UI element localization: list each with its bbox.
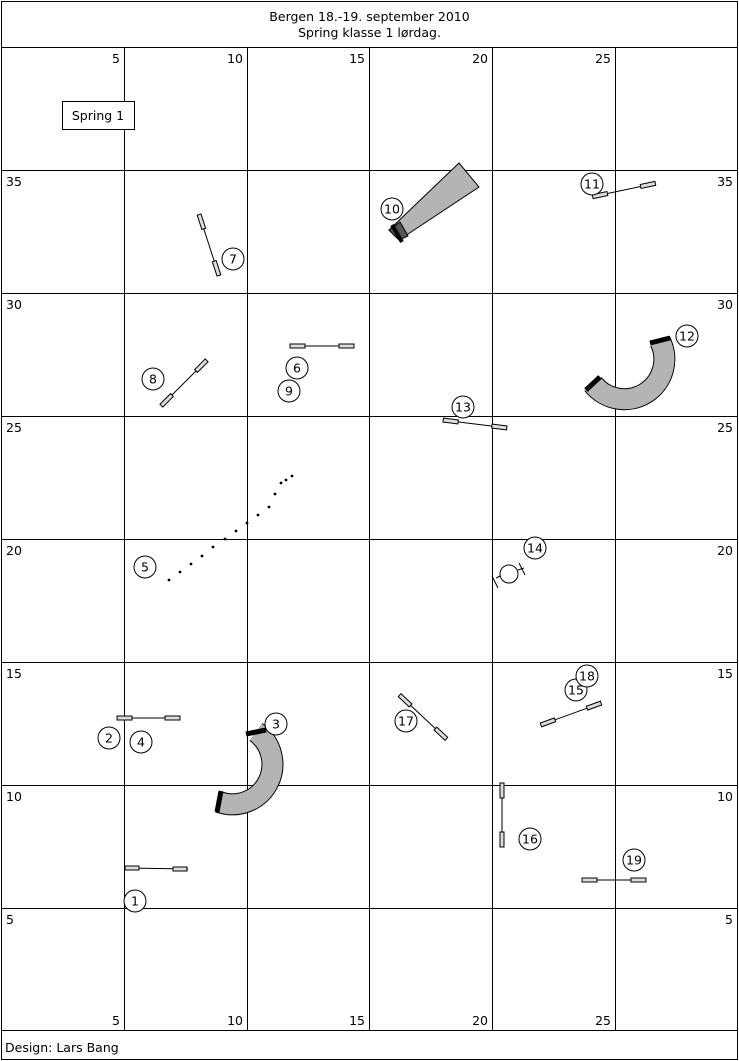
obstacle-number-6: 6 xyxy=(285,356,309,380)
jump-17 xyxy=(397,693,449,741)
y-label-right: 15 xyxy=(717,666,733,681)
obstacle-number-13: 13 xyxy=(451,395,475,419)
svg-text:11: 11 xyxy=(584,177,600,192)
obstacle-number-19: 19 xyxy=(622,848,646,872)
jump-8 xyxy=(159,358,209,408)
x-label-top: 25 xyxy=(595,51,611,66)
page-subtitle: Spring klasse 1 lørdag. xyxy=(298,25,441,40)
weave-poles-5 xyxy=(167,474,294,582)
obstacle-number-9: 9 xyxy=(277,379,301,403)
y-label-left: 5 xyxy=(6,912,14,927)
tunnel-12 xyxy=(584,335,676,411)
x-label-top: 15 xyxy=(349,51,365,66)
svg-text:18: 18 xyxy=(579,669,595,684)
svg-text:5: 5 xyxy=(141,560,149,575)
x-label-bottom: 5 xyxy=(112,1013,120,1028)
grid xyxy=(1,47,738,1031)
x-label-top: 20 xyxy=(472,51,488,66)
svg-text:14: 14 xyxy=(527,541,543,556)
jumps xyxy=(116,180,657,883)
jump-1 xyxy=(124,865,189,872)
svg-text:8: 8 xyxy=(149,372,157,387)
y-label-left: 15 xyxy=(6,666,22,681)
page-title: Bergen 18.-19. september 2010 xyxy=(269,9,470,24)
jump-2-4 xyxy=(116,715,181,721)
jump-15-18 xyxy=(539,700,603,728)
obstacle-number-3: 3 xyxy=(264,712,288,736)
obstacle-number-16: 16 xyxy=(518,827,542,851)
svg-text:9: 9 xyxy=(285,384,293,399)
header: Bergen 18.-19. september 2010 Spring kla… xyxy=(1,1,738,47)
svg-text:17: 17 xyxy=(398,714,414,729)
obstacle-number-8: 8 xyxy=(141,367,165,391)
jump-6-9 xyxy=(289,343,355,349)
svg-text:1: 1 xyxy=(131,894,139,909)
y-label-right: 5 xyxy=(725,912,733,927)
x-label-top: 5 xyxy=(112,51,120,66)
svg-text:3: 3 xyxy=(272,717,280,732)
obstacle-number-1: 1 xyxy=(123,889,147,913)
x-label-bottom: 25 xyxy=(595,1013,611,1028)
collapsed-tunnel-10 xyxy=(388,162,480,244)
jump-16 xyxy=(499,782,505,848)
svg-text:19: 19 xyxy=(626,853,642,868)
obstacle-number-5: 5 xyxy=(133,555,157,579)
svg-text:15: 15 xyxy=(568,683,584,698)
y-label-right: 20 xyxy=(717,543,733,558)
jump-19 xyxy=(581,877,647,883)
y-label-left: 20 xyxy=(6,543,22,558)
jump-11 xyxy=(591,180,657,200)
y-label-left: 35 xyxy=(6,174,22,189)
obstacle-number-2: 2 xyxy=(97,726,121,750)
tire-14 xyxy=(491,562,526,589)
obstacle-number-12: 12 xyxy=(675,324,699,348)
y-label-right: 30 xyxy=(717,297,733,312)
x-label-top: 10 xyxy=(227,51,243,66)
obstacle-number-17: 17 xyxy=(394,709,418,733)
svg-text:12: 12 xyxy=(679,329,695,344)
svg-text:2: 2 xyxy=(105,731,113,746)
course-label: Spring 1 xyxy=(72,108,124,123)
svg-text:6: 6 xyxy=(293,361,301,376)
y-label-left: 25 xyxy=(6,420,22,435)
y-label-right: 10 xyxy=(717,789,733,804)
y-label-right: 25 xyxy=(717,420,733,435)
designer-credit: Design: Lars Bang xyxy=(5,1040,119,1055)
tunnel-3 xyxy=(214,723,284,816)
jump-7 xyxy=(196,213,222,277)
obstacle-number-11: 11 xyxy=(580,172,604,196)
y-label-left: 10 xyxy=(6,789,22,804)
obstacle-number-7: 7 xyxy=(221,247,245,271)
x-label-bottom: 20 xyxy=(472,1013,488,1028)
jump-13 xyxy=(442,417,508,431)
obstacle-number-18: 18 xyxy=(575,664,599,688)
x-label-bottom: 15 xyxy=(349,1013,365,1028)
svg-text:7: 7 xyxy=(229,252,237,267)
y-label-right: 35 xyxy=(717,174,733,189)
svg-text:10: 10 xyxy=(384,202,400,217)
svg-text:16: 16 xyxy=(522,832,538,847)
obstacle-number-4: 4 xyxy=(129,730,153,754)
y-label-left: 30 xyxy=(6,297,22,312)
course-label-box: Spring 1 xyxy=(62,101,135,130)
x-label-bottom: 10 xyxy=(227,1013,243,1028)
obstacle-number-10: 10 xyxy=(380,197,404,221)
svg-text:13: 13 xyxy=(455,400,471,415)
svg-text:4: 4 xyxy=(137,735,145,750)
obstacle-number-14: 14 xyxy=(523,536,547,560)
